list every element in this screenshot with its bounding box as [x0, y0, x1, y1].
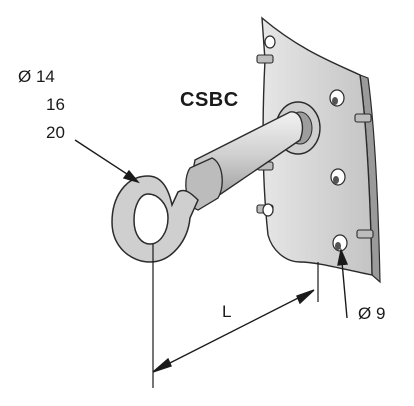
hole-diameter-arrow — [337, 247, 349, 319]
length-label: L — [222, 302, 232, 321]
length-extension-lines — [152, 244, 319, 388]
ring-diameter-label-3: 20 — [46, 123, 65, 142]
hole-diameter-label: Ø 9 — [358, 304, 386, 323]
ring-diameter-label-2: 16 — [46, 95, 65, 114]
ring-diameter-leader — [74, 139, 140, 184]
ring-diameter-label-1: Ø 14 — [18, 67, 55, 86]
length-dimension-arrow — [152, 289, 315, 373]
mounting-plate — [261, 16, 373, 276]
hole-shadows — [332, 97, 341, 250]
eye-hook-ring — [111, 175, 199, 263]
model-label: CSBC — [180, 89, 239, 111]
